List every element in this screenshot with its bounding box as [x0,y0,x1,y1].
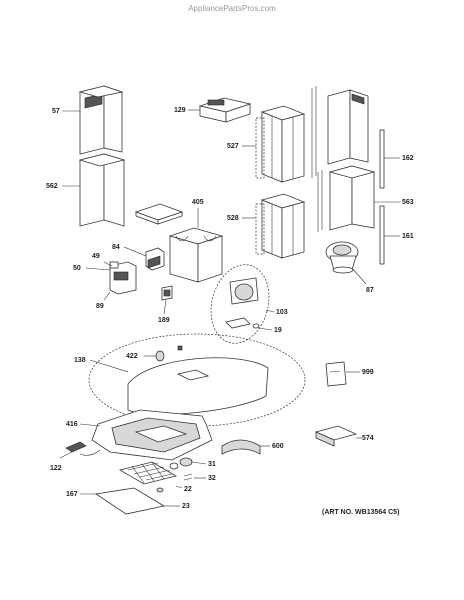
part-405-blower-housing: 405 [168,199,224,283]
part-562-lower-duct-cover: 562 [46,153,126,227]
part-23-lens: 23 [94,487,190,515]
callout-574: 574 [362,435,374,442]
part-19-bracket: 19 [225,317,282,334]
callout-422: 422 [126,353,138,360]
callout-84: 84 [112,244,120,251]
callout-31: 31 [208,461,216,468]
part-527-upper-chimney-frame: 527 [227,105,306,183]
callout-562: 562 [46,183,58,190]
callout-50: 50 [73,265,81,272]
part-563-lower-side-cover: 563 [328,165,414,231]
part-103-blower-assembly: 103 [210,264,288,344]
callout-405: 405 [192,199,204,206]
part-999-manual: 999 [325,361,374,387]
part-84-control-bracket: 84 [112,244,165,271]
part-600-grease-channel: 600 [221,439,284,455]
part-mounting-plate [134,203,184,225]
callout-167: 167 [66,491,78,498]
part-57-upper-duct-cover: 57 [52,85,124,155]
part-574-grill: 574 [314,425,374,447]
callout-600: 600 [272,443,284,450]
watermark-text: AppliancePartsPros.com [188,4,276,13]
callout-189: 189 [158,317,170,324]
callout-999: 999 [362,369,374,376]
part-129-damper-box: 129 [174,97,252,123]
part-416-hood-body: 416 [66,409,213,461]
callout-87: 87 [366,287,374,294]
callout-32: 32 [208,475,216,482]
part-138-canopy: 138 [74,333,306,427]
callout-129: 129 [174,107,186,114]
part-162-trim-strip: 162 [379,129,414,189]
callout-23: 23 [182,503,190,510]
part-chimney-rails [311,86,323,232]
part-87-blower-motor: 87 [325,241,374,294]
callout-19: 19 [274,327,282,334]
part-122-light-module: 122 [50,441,101,472]
callout-138: 138 [74,357,86,364]
callout-162: 162 [402,155,414,162]
callout-161: 161 [402,233,414,240]
callout-527: 527 [227,143,239,150]
art-number: (ART NO. WB13564 C5) [322,509,399,516]
part-31-light: 31 [169,457,216,470]
part-89-switch-bracket: 49 50 89 [73,253,137,310]
callout-122: 122 [50,465,62,472]
part-189-clip: 189 [158,285,173,324]
part-167-label: 167 [66,491,98,498]
callout-416: 416 [66,421,78,428]
callout-49: 49 [92,253,100,260]
part-22-filter: 22 [118,461,192,493]
part-528-lower-chimney-frame: 528 [227,193,306,259]
callout-89: 89 [96,303,104,310]
part-upper-side-cover [327,89,369,165]
callout-57: 57 [52,108,60,115]
callout-103: 103 [276,309,288,316]
part-422-badge: 422 [126,345,183,362]
callout-563: 563 [402,199,414,206]
callout-528: 528 [227,215,239,222]
part-161-trim-strip: 161 [379,205,414,265]
part-32-screws: 32 [183,473,216,482]
callout-22: 22 [184,486,192,493]
